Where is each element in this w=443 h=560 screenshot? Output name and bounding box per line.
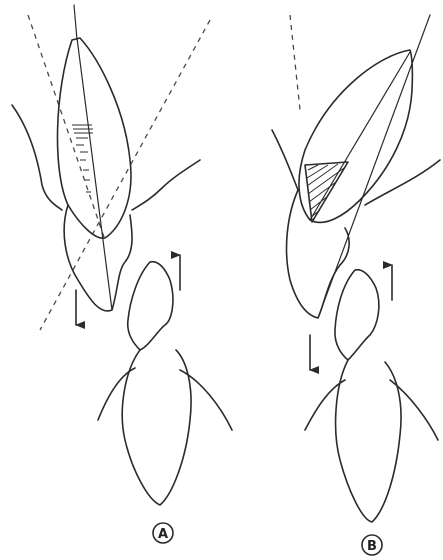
lower-tooth-crown-b — [335, 270, 379, 360]
gingiva-left-b — [272, 130, 298, 190]
panel-label-a-text: A — [158, 527, 168, 542]
upper-tooth-crown-outline — [64, 205, 132, 311]
panel-label-b-text: B — [367, 539, 377, 554]
panel-a: A — [12, 5, 232, 543]
canal-line-b — [310, 52, 410, 220]
canal-line-a — [74, 5, 77, 40]
lower-tooth-root-b — [336, 360, 401, 522]
dashed-line-b — [290, 15, 300, 110]
lower-tooth-root-a — [122, 350, 191, 505]
gingiva-left-a — [12, 105, 62, 210]
gingiva-lower-left-a — [98, 368, 135, 420]
gingiva-right-a — [132, 160, 200, 210]
panel-label-a: A — [153, 523, 173, 543]
lower-tooth-crown-a — [128, 262, 173, 350]
gingiva-lower-right-a — [180, 370, 232, 430]
panel-b: B — [272, 15, 440, 555]
panel-label-b: B — [362, 535, 382, 555]
bisecting-dashed-line-steep — [28, 15, 105, 240]
